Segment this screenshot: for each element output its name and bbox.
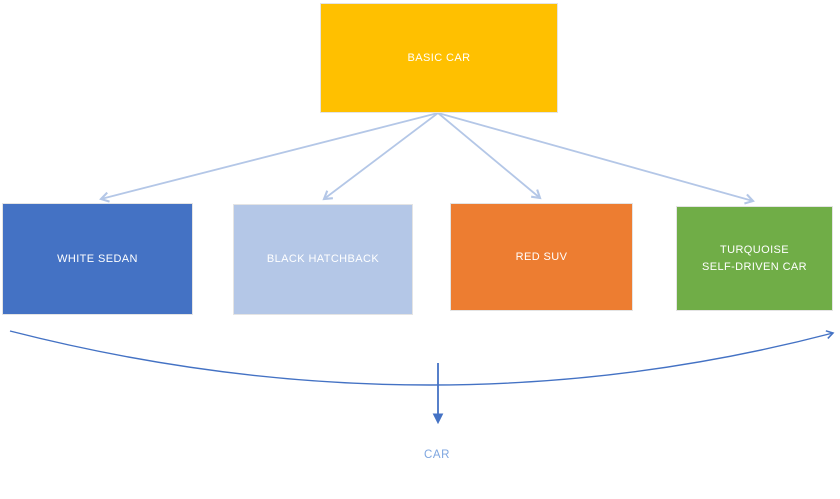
node-white-sedan: WHITE SEDAN <box>2 203 193 315</box>
merge-arc-connector <box>9 330 835 386</box>
connector-basic-to-turquoise <box>437 112 755 205</box>
node-label: BLACK HATCHBACK <box>266 253 380 265</box>
node-turquoise-self-driven-car: TURQUOISE SELF-DRIVEN CAR <box>676 206 833 311</box>
connector-basic-to-white-sedan <box>99 112 439 203</box>
node-label: SELF-DRIVEN CAR <box>701 260 808 273</box>
node-label: BASIC CAR <box>407 51 471 64</box>
node-label: RED SUV <box>515 250 568 263</box>
node-red-suv: RED SUV <box>450 203 633 311</box>
connector-basic-to-black-hatchback <box>322 112 439 201</box>
connector-basic-to-red-suv <box>437 112 542 200</box>
node-black-hatchback: BLACK HATCHBACK <box>233 204 413 315</box>
node-label: WHITE SEDAN <box>57 252 138 265</box>
node-label: TURQUOISE <box>720 243 789 256</box>
node-basic-car: BASIC CAR <box>320 3 558 113</box>
merge-result-label: CAR <box>423 449 451 461</box>
